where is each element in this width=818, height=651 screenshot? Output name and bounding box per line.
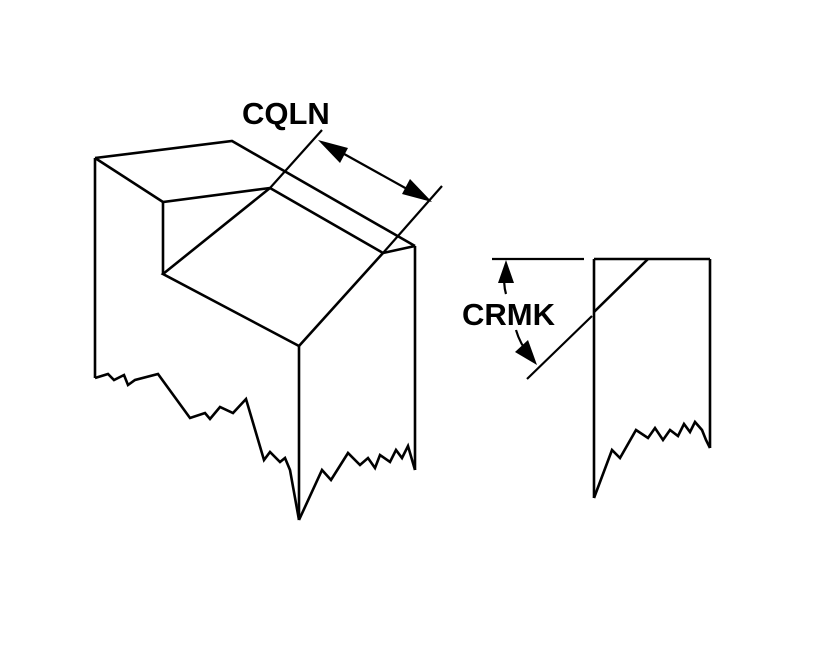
angle-arrowhead-down <box>515 340 537 365</box>
block-notch <box>94 156 271 204</box>
extension-line-left <box>269 129 323 189</box>
angle-chamfer-extension <box>526 315 593 380</box>
block-top-edge <box>94 139 416 248</box>
profile-chamfer-edge <box>593 258 649 313</box>
chamfer-length-dimension: CQLN <box>242 96 443 254</box>
isometric-block <box>93 139 417 521</box>
arrowhead-upper-left <box>318 140 348 163</box>
angle-arrowhead-up <box>498 260 514 283</box>
arrowhead-lower-right <box>402 179 432 202</box>
side-profile <box>592 257 712 499</box>
chamfer-face <box>160 186 386 348</box>
chamfer-angle-label: CRMK <box>462 297 556 332</box>
front-corner-edge <box>382 244 416 255</box>
chamfer-length-label: CQLN <box>242 96 330 131</box>
chamfer-angle-dimension: CRMK <box>462 257 593 380</box>
extension-line-right <box>382 185 443 254</box>
profile-break-line <box>592 419 712 499</box>
break-line-left <box>94 372 301 521</box>
break-line-right <box>297 442 417 521</box>
